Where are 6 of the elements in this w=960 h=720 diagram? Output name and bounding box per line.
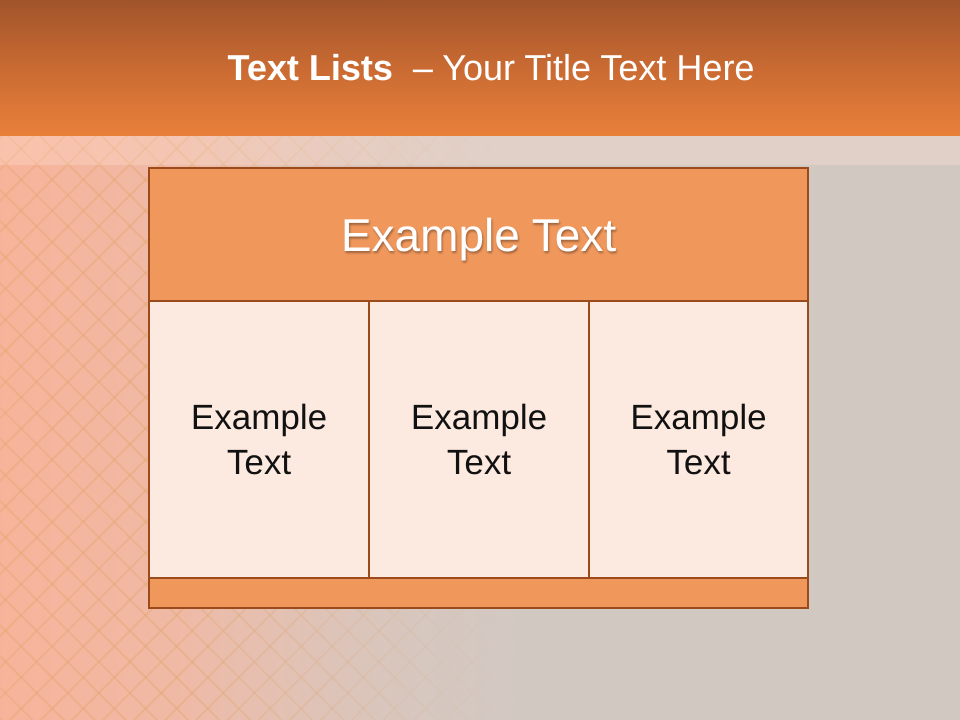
column-panel: Example Text: [588, 300, 809, 579]
header-panel: Example Text: [148, 167, 809, 302]
footer-bar: [148, 577, 809, 609]
column-panel: Example Text: [368, 300, 590, 579]
slide-title: Text Lists – Your Title Text Here: [226, 47, 754, 89]
column-panel: Example Text: [148, 300, 370, 579]
